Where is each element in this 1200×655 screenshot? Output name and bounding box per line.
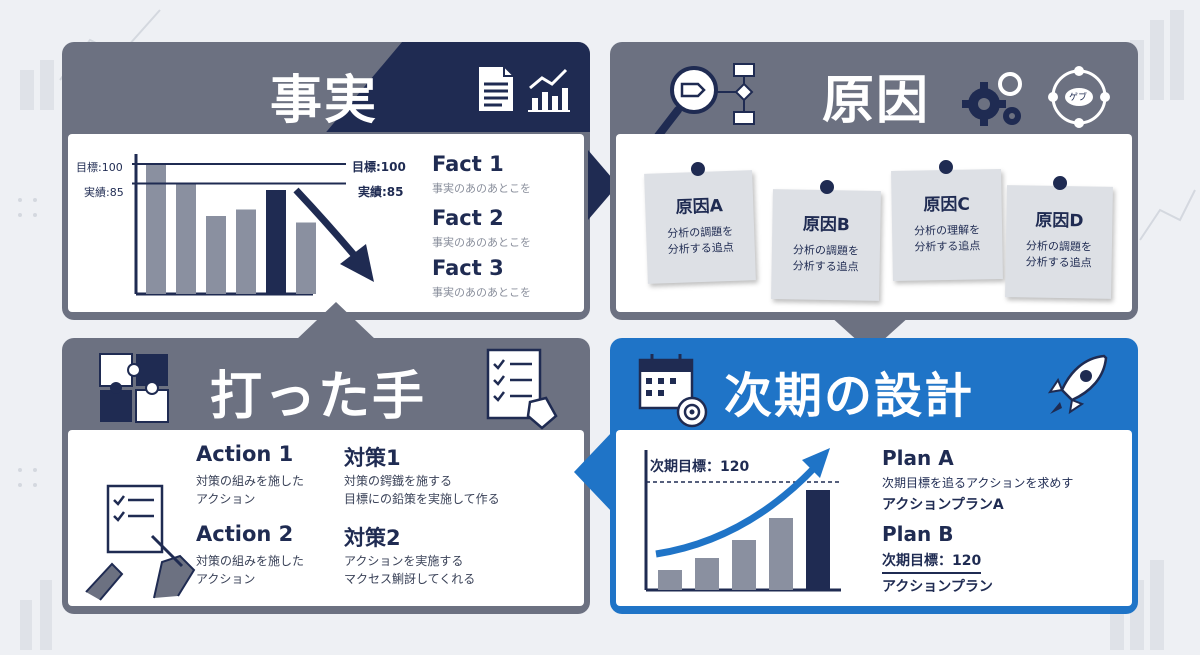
magnifier-flowchart-icon (654, 63, 755, 140)
measure-1-desc: 対策の鍔鐡を施する目標にの鉛策を実施して作る (344, 474, 500, 506)
cycle-diagram-icon (1048, 66, 1110, 128)
plan-b-title: Plan B (882, 522, 954, 546)
fact-chart-bar (206, 216, 226, 294)
plan-chart-bar (769, 518, 793, 590)
cause-note-c: 原因C 分析の理解を分析する追点 (891, 159, 1003, 281)
plan-title: 次期の設計 (724, 368, 975, 424)
cause-note-a-title: 原因A (675, 196, 724, 218)
fact-body: 目標:100 実績:85 目標:100 実績:85 Fact 1 事実のあのあと… (68, 134, 584, 312)
plan-b-target: 次期目標：120 (882, 550, 982, 574)
fact-1-title: Fact 1 (432, 152, 504, 176)
action-body: Action 1 対策の組みを施したアクション 対策1 対策の鍔鐡を施する目標に… (68, 430, 584, 606)
plan-body: 次期目標：120 Plan A 次期目標を追るアクションを求めす アクションプラ… (616, 430, 1132, 606)
cause-note-d-title: 原因D (1035, 210, 1084, 232)
action-panel: 打った手 Action 1 対策の組みを施したアクション 対策1 対策の鍔鐡を施… (62, 338, 590, 614)
pin-icon (1052, 175, 1068, 191)
fact-chart-bar (146, 164, 166, 294)
measure-1-title: 対策1 (344, 446, 401, 470)
hand-writing-icon (85, 484, 196, 601)
pin-icon (938, 159, 954, 175)
plan-chart-bar (695, 558, 719, 590)
cause-note-b: 原因B 分析の調題を分析する追点 (771, 179, 881, 301)
arrow-plan-to-action (574, 432, 612, 512)
arrow-fact-to-cause (588, 150, 618, 220)
cause-note-c-title: 原因C (923, 194, 971, 216)
fact-chart-bar (176, 183, 196, 294)
pin-icon (819, 179, 835, 195)
action-2-desc: 対策の組みを施したアクション (196, 554, 305, 586)
plan-a-action: アクションプランA (882, 497, 1004, 513)
plan-b-action: アクションプラン (882, 579, 993, 595)
cause-note-b-desc: 分析の調題を分析する追点 (792, 243, 860, 274)
cause-note-b-title: 原因B (802, 214, 851, 236)
plan-chart-bar (732, 540, 756, 590)
action-2-title: Action 2 (196, 522, 294, 546)
fact-1-desc: 事実のあのあとこを (432, 182, 531, 195)
arrow-cause-to-plan (830, 316, 910, 352)
fact-2-desc: 事実のあのあとこを (432, 236, 531, 249)
plan-chart-up-arrow (655, 463, 819, 558)
fact-chart-actual-right: 実績:85 (358, 185, 404, 199)
checklist-icon (486, 348, 558, 430)
rocket-icon (1047, 354, 1108, 415)
cause-note-a-desc: 分析の調題を分析する追点 (666, 224, 734, 257)
fact-chart-actual-left: 実績:85 (84, 186, 124, 199)
pin-icon (690, 161, 706, 177)
fact-chart-arrow-head (340, 244, 374, 282)
fact-2-title: Fact 2 (432, 206, 504, 230)
cause-note-d-desc: 分析の調題を分析する追点 (1025, 239, 1093, 270)
fact-chart-target-left: 目標:100 (76, 161, 123, 174)
fact-bar-chart (132, 154, 374, 296)
plan-chart-target-label: 次期目標：120 (650, 459, 750, 475)
cycle-center-label: ゲブ (1069, 93, 1088, 103)
cause-note-a: 原因A 分析の調題を分析する追点 (644, 161, 756, 284)
plan-a-desc: 次期目標を追るアクションを求めす (882, 476, 1074, 490)
cause-note-c-desc: 分析の理解を分析する追点 (913, 223, 981, 254)
cause-body: 原因A 分析の調題を分析する追点 原因B 分析の調題を分析する追点 原因C 分析… (616, 134, 1132, 312)
fact-title: 事実 (270, 71, 379, 131)
fact-panel: 事実 目標:100 実績:85 目標:100 実績:85 Fact 1 事実のあ… (62, 42, 590, 320)
fact-3-desc: 事実のあのあとこを (432, 286, 531, 299)
cause-note-d: 原因D 分析の調題を分析する追点 (1005, 175, 1113, 299)
cause-panel: 原因 ゲブ 原因A 分析の調題を分析する追点 原因B 分析の調題を分析する追点 … (610, 42, 1138, 320)
plan-a-title: Plan A (882, 446, 954, 470)
plan-panel: 次期の設計 次期目標：120 Plan A 次期目標を追るアクションを求めす ア… (610, 338, 1138, 614)
plan-chart-bar (658, 570, 682, 590)
cause-title: 原因 (822, 71, 931, 131)
document-icon (477, 65, 515, 113)
measure-2-desc: アクションを実施するマクセス鯏訝してくれる (344, 554, 476, 586)
fact-chart-target-right: 目標:100 (352, 160, 406, 174)
action-1-desc: 対策の組みを施したアクション (196, 474, 305, 506)
bar-chart-icon (528, 68, 570, 112)
action-1-title: Action 1 (196, 442, 294, 466)
fact-chart-bar (266, 190, 286, 294)
gears-icon (962, 72, 1022, 126)
calendar-target-icon (638, 354, 708, 428)
measure-2-title: 対策2 (344, 526, 401, 550)
plan-chart-arrow-head (802, 448, 830, 478)
fact-header-bg (326, 42, 590, 132)
plan-bar-chart (644, 448, 841, 592)
plan-chart-bar (806, 490, 830, 590)
arrow-action-to-fact (296, 302, 376, 340)
puzzle-icon (99, 353, 169, 423)
fact-chart-bar (296, 222, 316, 294)
fact-3-title: Fact 3 (432, 256, 504, 280)
fact-chart-bar (236, 209, 256, 294)
action-title: 打った手 (210, 367, 427, 427)
